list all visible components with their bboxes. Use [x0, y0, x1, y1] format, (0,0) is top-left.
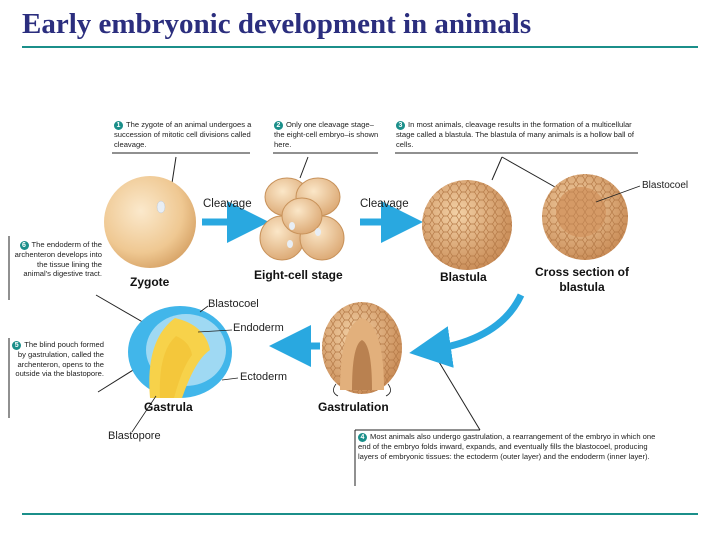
blastocoel-label-top: Blastocoel	[642, 180, 689, 191]
step-3-number: 3	[396, 121, 405, 130]
cleavage-label-1: Cleavage	[203, 198, 252, 210]
top-divider	[22, 46, 698, 48]
gastrula-label: Gastrula	[144, 400, 193, 414]
zygote-label: Zygote	[130, 275, 170, 289]
cross-section-illustration	[542, 174, 641, 260]
step-6-number: 6	[19, 241, 29, 250]
eight-cell-label: Eight-cell stage	[254, 268, 343, 282]
gastrulation-label: Gastrulation	[318, 400, 389, 414]
step-4-number: 4	[358, 433, 367, 442]
blastopore-label: Blastopore	[108, 430, 161, 442]
gastrulation-illustration	[322, 302, 402, 397]
blastula-label: Blastula	[440, 270, 487, 284]
cleavage-label-2: Cleavage	[360, 198, 409, 210]
page-title: Early embryonic development in animals	[22, 8, 532, 40]
gastrula-illustration	[128, 306, 232, 398]
ectoderm-label: Ectoderm	[240, 371, 288, 383]
blastocoel-label: Blastocoel	[208, 298, 259, 310]
blastula-illustration	[422, 180, 512, 270]
gastrula-leaders	[131, 305, 239, 433]
cross-section-label: Cross section of blastula	[534, 265, 630, 294]
step-1-number: 1	[114, 121, 123, 130]
curved-arrow	[409, 293, 525, 368]
step-5-number: 5	[12, 341, 22, 350]
bottom-divider	[22, 513, 698, 515]
eight-cell-illustration	[259, 177, 345, 261]
endoderm-label: Endoderm	[233, 322, 284, 334]
step-2-number: 2	[274, 121, 283, 130]
zygote-illustration	[104, 176, 196, 268]
